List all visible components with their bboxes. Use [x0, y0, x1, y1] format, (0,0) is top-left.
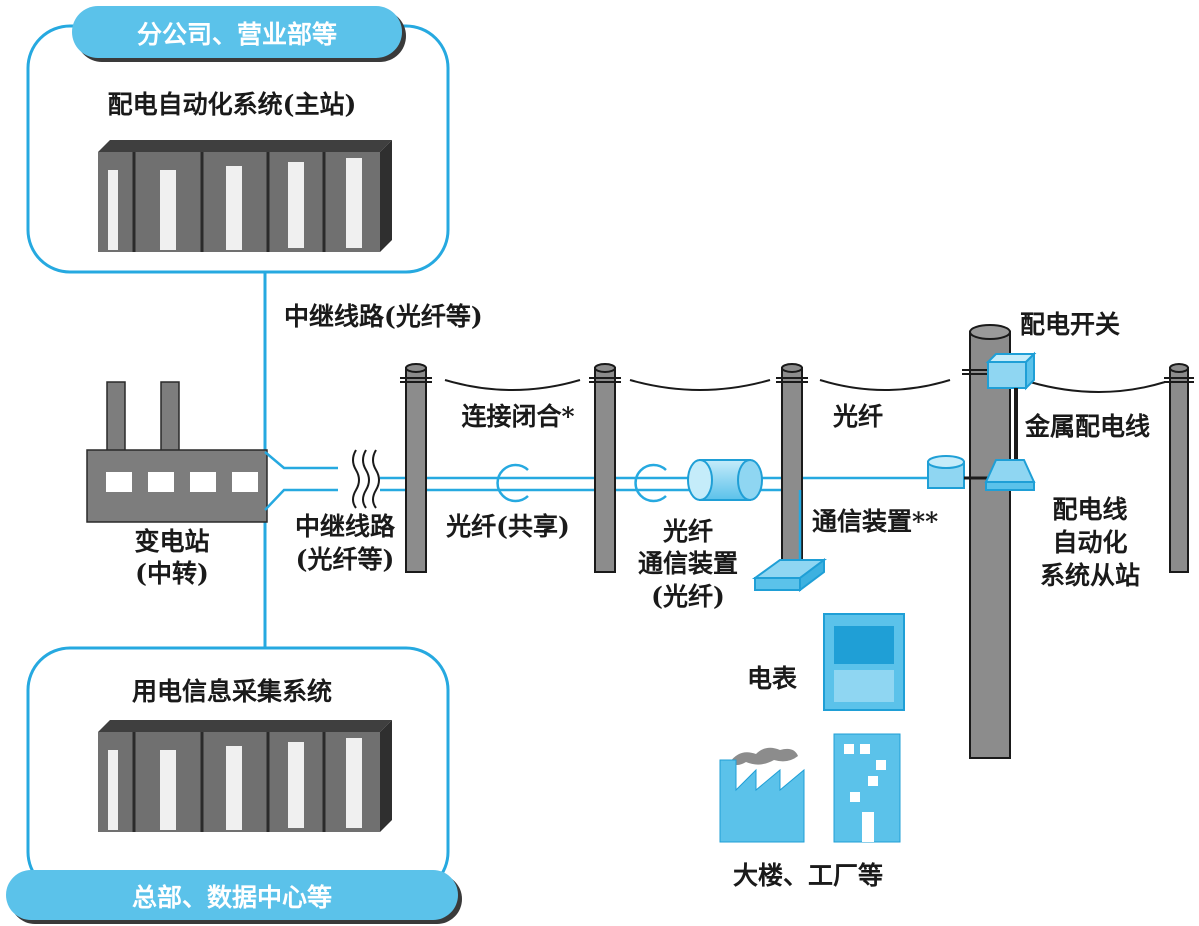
substation-label: 变电站 [134, 527, 209, 556]
fiber-top-label: 光纤 [832, 402, 883, 431]
cable-break-icon [352, 449, 380, 509]
relay-line-mid-label: 中继线路 [295, 512, 396, 541]
slave-station-label-3: 系统从站 [1040, 561, 1140, 590]
switch-box-icon [927, 455, 965, 489]
slave-station-label-2: 自动化 [1052, 528, 1127, 557]
branch-office-banner-text: 分公司、营业部等 [137, 20, 337, 49]
buildings-label: 大楼、工厂等 [733, 861, 883, 890]
collection-system-label: 用电信息采集系统 [132, 677, 332, 706]
substation-sub-label: (中转) [135, 559, 209, 588]
utility-pole-icon [1164, 363, 1194, 573]
meter-icon [823, 613, 905, 711]
relay-line-mid-sub-label: (光纤等) [296, 545, 395, 574]
server-rack-icon [98, 720, 392, 832]
hq-banner-text: 总部、数据中心等 [132, 883, 332, 912]
factory-icon [86, 381, 268, 523]
server-rack-icon [98, 140, 392, 252]
utility-pole-icon [400, 363, 432, 573]
modem-icon [751, 558, 827, 592]
utility-pole-icon [776, 363, 808, 573]
fiber-shared-label: 光纤(共享) [445, 512, 570, 541]
office-building-icon [833, 733, 901, 843]
slave-station-label-1: 配电线 [1052, 495, 1127, 524]
fiber-cable-icon [687, 459, 763, 501]
relay-line-top-label: 中继线路(光纤等) [284, 302, 483, 331]
utility-pole-icon [589, 363, 621, 573]
closure-loop-icon [634, 463, 667, 503]
metal-line-label: 金属配电线 [1024, 412, 1150, 441]
fiber-comm-label-1: 光纤 [662, 517, 713, 546]
dist-switch-label: 配电开关 [1020, 310, 1120, 339]
comm-device-label: 通信装置** [812, 507, 938, 536]
closure-loop-icon [496, 463, 529, 503]
master-station-label: 配电自动化系统(主站) [108, 90, 357, 119]
factory-icon [719, 747, 805, 843]
fiber-comm-label-2: 通信装置 [638, 549, 738, 578]
joint-closure-label: 连接闭合* [461, 402, 574, 431]
fiber-comm-label-3: (光纤) [651, 582, 725, 611]
branch-office-banner: 分公司、营业部等 [72, 6, 406, 62]
overhead-wire [444, 379, 1166, 393]
hq-banner: 总部、数据中心等 [6, 870, 462, 924]
utility-pole-icon [962, 324, 1018, 759]
meter-label: 电表 [747, 664, 798, 693]
switch-box-icon [985, 351, 1037, 391]
slave-station-icon [984, 459, 1036, 491]
